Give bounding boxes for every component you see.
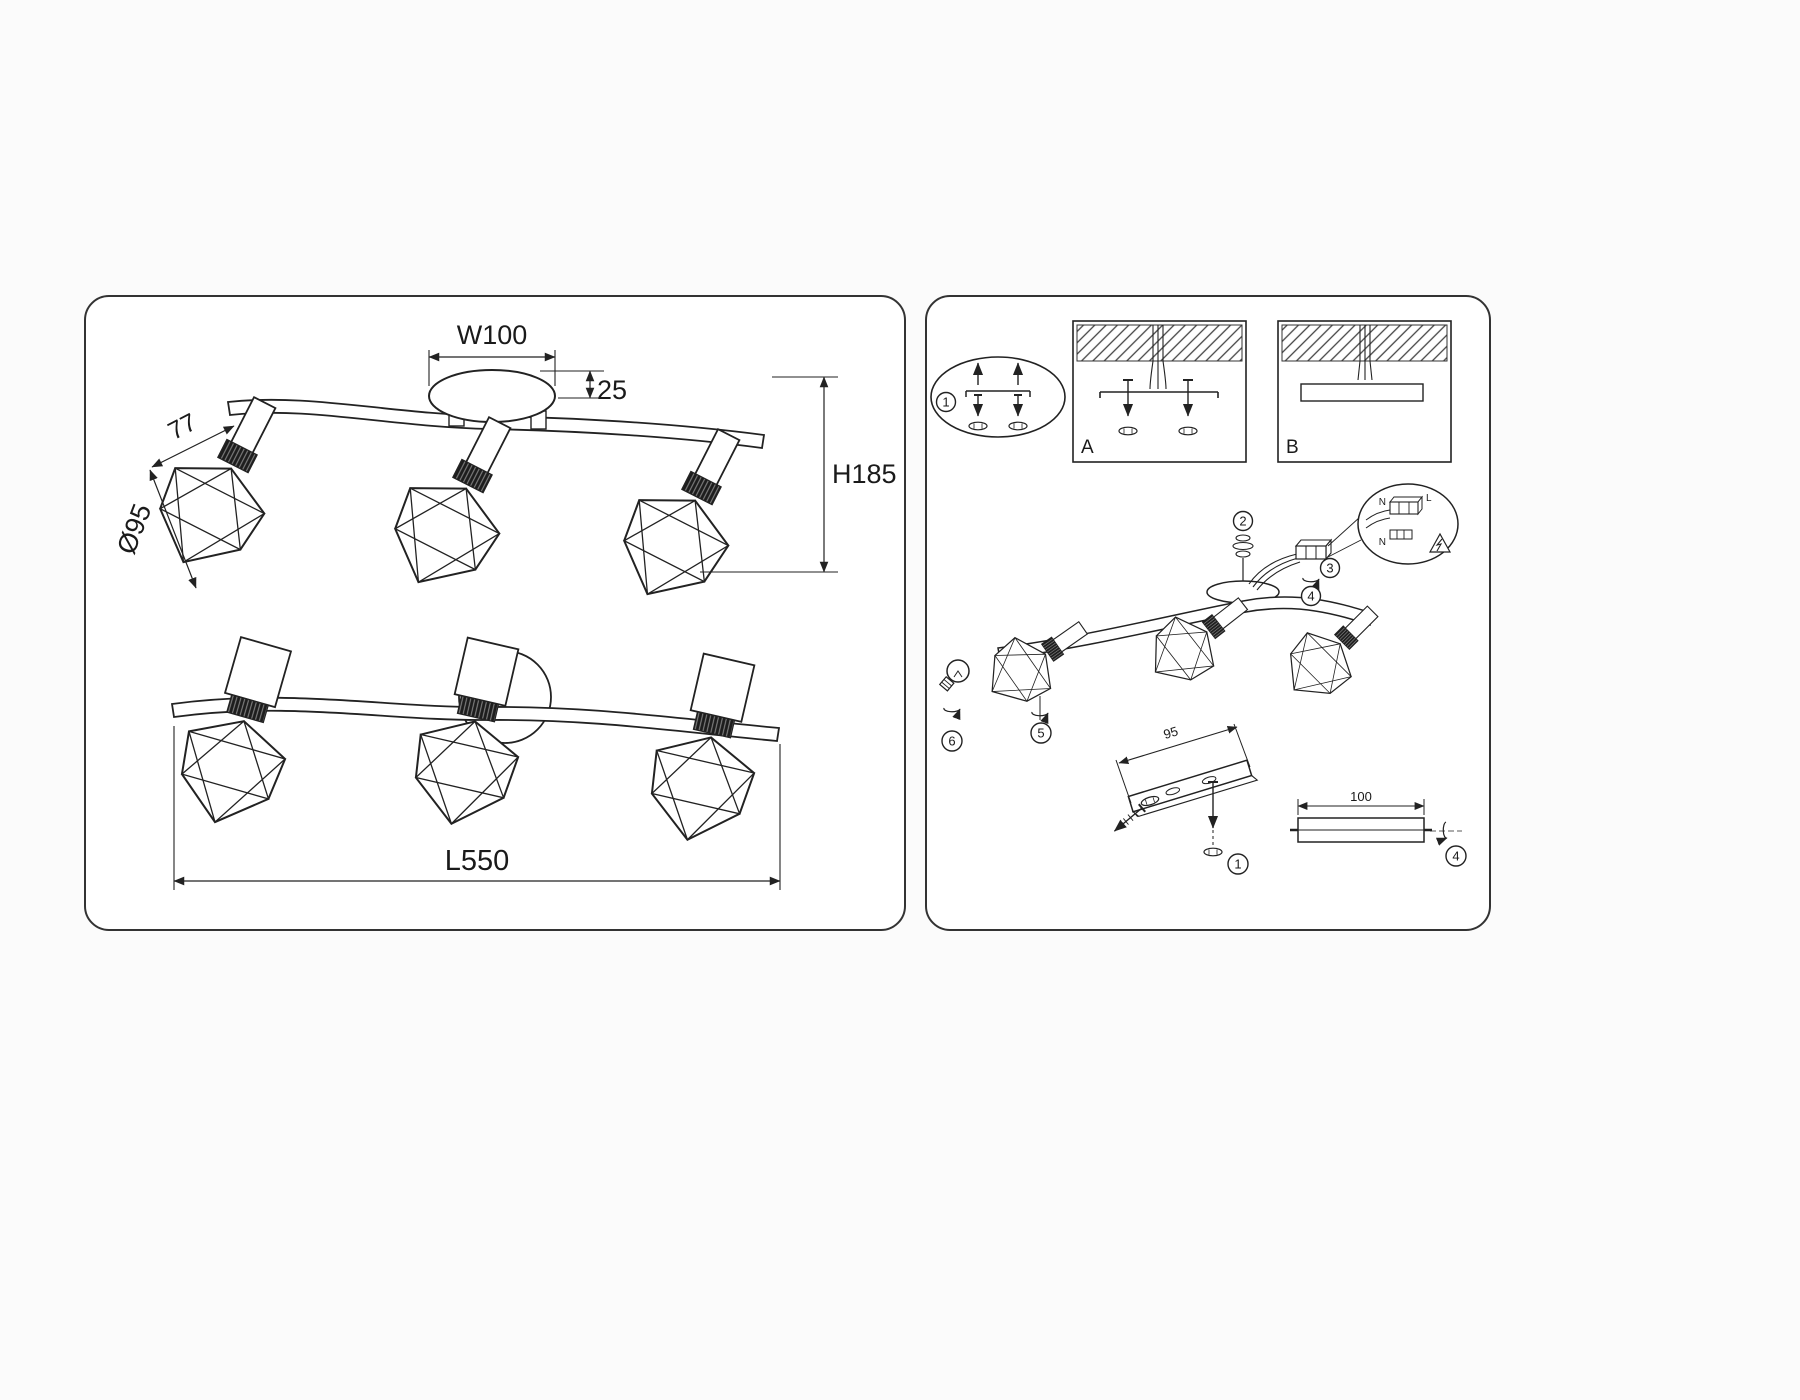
dim-100-label: 100 (1350, 789, 1372, 804)
step1b-number: 1 (1234, 857, 1241, 872)
washer-icon (1235, 534, 1251, 542)
plate-drawing: 100 4 (1290, 789, 1467, 867)
assembly-drawing: 2 3 (938, 483, 1459, 752)
screw-vertical-icon (1207, 781, 1219, 846)
bracket-fixing-drawing: 95 1 (1113, 723, 1259, 875)
wire-neutral-label: N (1379, 497, 1386, 508)
step2-badge: 2 (1232, 510, 1254, 532)
mount-bar-plan (170, 696, 781, 742)
rotate-arrow-icon (1302, 577, 1320, 591)
step4b-rotate: 4 (1430, 821, 1467, 867)
left-panel: W100 25 77 Ø95 (84, 295, 906, 931)
dim-fixture-height: H185 (700, 376, 897, 573)
ceiling-hatch (1076, 324, 1243, 362)
wire-live-label: L (1426, 493, 1432, 504)
dim-w100-label: W100 (457, 320, 528, 350)
terminal-block (1294, 538, 1333, 561)
step4-rotate: 4 (1300, 577, 1322, 607)
electric-warning-icon (1428, 532, 1452, 553)
canopy-side-view (428, 369, 556, 423)
step4b-number: 4 (1452, 849, 1459, 864)
dim-fixture-length: L550 (173, 726, 781, 890)
connection-wires (1248, 553, 1301, 591)
step5-number: 5 (1037, 726, 1044, 741)
step5-rotate: 5 (1030, 696, 1052, 744)
wall-plug-icon (1008, 421, 1028, 431)
supply-wires (1149, 325, 1167, 390)
rotate-arrow-icon (1435, 821, 1448, 846)
bracket-hole (1165, 787, 1181, 796)
dim-95-label: 95 (1162, 723, 1180, 742)
washer-icon (1232, 541, 1254, 551)
wall-plug-icon (1178, 426, 1198, 436)
step4-number: 4 (1307, 589, 1314, 604)
step3-number: 3 (1326, 561, 1333, 576)
dim-bracket-95: 95 (1115, 723, 1251, 804)
dim-25-label: 25 (597, 375, 627, 405)
dim-plate-100: 100 (1297, 789, 1425, 815)
step1-number: 1 (942, 395, 949, 410)
right-panel: 1 A B (925, 295, 1491, 931)
wall-plug-icon (1203, 847, 1223, 857)
step1-badge: 1 (935, 391, 957, 413)
screw-angled-icon (1113, 803, 1146, 832)
dim-canopy-width: W100 (428, 320, 556, 386)
mount-option-a: A (1072, 320, 1247, 463)
dim-h185-label: H185 (832, 459, 897, 489)
supply-wires (1357, 325, 1373, 381)
wiring-detail-bubble: N L N (1357, 483, 1459, 565)
mount-plate (1300, 383, 1424, 402)
step2-number: 2 (1239, 514, 1246, 529)
rotate-arrow-icon (1031, 711, 1049, 725)
terminal-detail-lower (1389, 529, 1413, 540)
wall-plug-icon (968, 421, 988, 431)
step3-badge: 3 (1319, 557, 1341, 579)
mount-option-b: B (1277, 320, 1452, 463)
option-a-label: A (1081, 437, 1094, 458)
wall-plug-icon (1118, 426, 1138, 436)
rotate-arrow-icon (943, 707, 961, 721)
dim-l550-label: L550 (445, 845, 510, 877)
step6-number: 6 (948, 734, 955, 749)
step1b-badge: 1 (1227, 853, 1249, 875)
washer-icon (1235, 550, 1251, 558)
dim-canopy-height: 25 (540, 370, 627, 405)
step6-bulb: 6 (938, 659, 970, 752)
option-b-label: B (1286, 437, 1299, 458)
wire-neutral2-label: N (1379, 537, 1386, 548)
step1-bubble: 1 (930, 356, 1066, 438)
plan-view-drawing: L550 (167, 630, 781, 890)
